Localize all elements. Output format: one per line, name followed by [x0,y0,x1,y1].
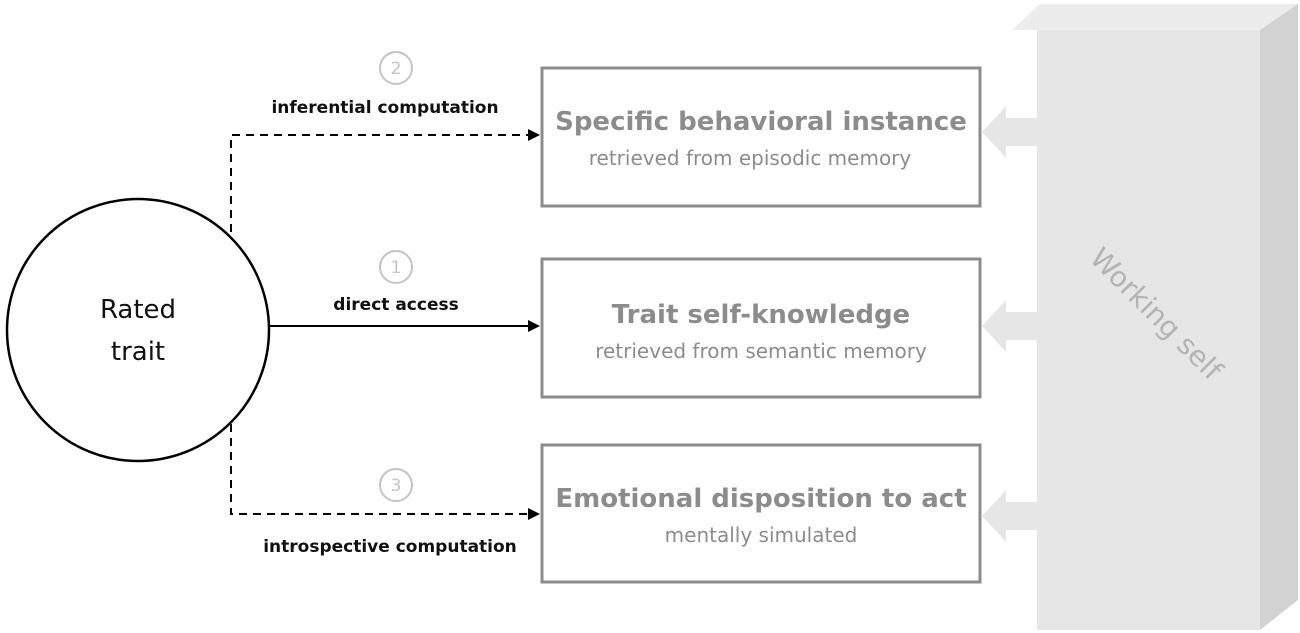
box-3-title: Emotional disposition to act [555,484,966,514]
path-direct: 1 direct access [269,250,540,332]
path-introspective-line [230,424,540,520]
box-1-title: Specific behavioral instance [555,107,967,137]
path-label-introspective: introspective computation [263,537,517,557]
working-self-arrow-3 [982,490,1037,542]
number-circle-1 [379,250,413,284]
box-behavioral-instance: Specific behavioral instance retrieved f… [540,66,982,208]
working-self-top-face [1012,4,1298,30]
working-self-front-face [1037,30,1260,630]
box-1-subtitle: retrieved from episodic memory [589,146,912,170]
box-3-border [540,443,982,584]
number-3: 3 [391,476,402,496]
working-self-arrows [982,106,1037,542]
working-self-arrow-1 [982,106,1037,158]
path-inferential-line [230,129,540,232]
box-2-title: Trait self-knowledge [612,300,910,330]
rated-trait-circle [5,197,271,463]
rated-trait-label-line2: trait [111,337,165,367]
box-2-subtitle: retrieved from semantic memory [595,339,927,363]
path-inferential: 2 inferential computation [230,51,540,232]
box-2-border [540,257,982,399]
rated-trait-label-line1: Rated [100,295,176,325]
working-self-arrow-2 [982,300,1037,352]
number-2: 2 [391,59,402,79]
path-label-inferential: inferential computation [271,98,498,118]
box-trait-self-knowledge: Trait self-knowledge retrieved from sema… [540,257,982,399]
number-1: 1 [391,258,402,278]
box-emotional-disposition: Emotional disposition to act mentally si… [540,443,982,584]
number-circle-2 [379,51,413,85]
path-label-direct: direct access [333,295,458,315]
rated-trait-node: Rated trait [5,197,271,463]
working-self-block: Working self [1012,4,1298,630]
path-introspective: 3 introspective computation [230,424,540,557]
number-circle-3 [379,468,413,502]
box-1-border [540,66,982,208]
box-3-subtitle: mentally simulated [665,523,858,547]
working-self-side-face [1260,4,1298,630]
